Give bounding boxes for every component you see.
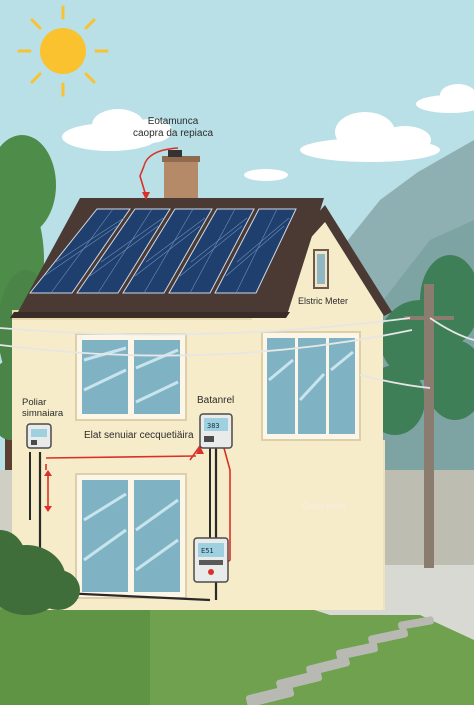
battery-label: Batanrel (197, 395, 235, 406)
window (75, 333, 187, 421)
cloud (300, 112, 440, 162)
meter-b-display: E51 (201, 547, 214, 555)
garage-label: Goho woot (302, 501, 346, 511)
stepping-stones (245, 616, 434, 705)
bush (0, 530, 80, 615)
electric-panel: E51 (193, 537, 229, 583)
cloud (62, 109, 172, 151)
battery-meter-box: 383 (199, 413, 233, 449)
solar-panel-array (28, 208, 297, 294)
cloud (244, 169, 288, 181)
left-label-line-2: simnaiara (22, 407, 64, 419)
cloud (416, 84, 474, 113)
meter-a-display: 383 (207, 422, 220, 430)
sun-icon (17, 5, 109, 97)
lawn (0, 596, 150, 705)
callout-line (143, 147, 179, 167)
window (261, 331, 361, 441)
solar-inverter-box (26, 423, 52, 449)
electric-meter-label: Elstric Meter (298, 296, 349, 306)
top-callout-label: Eotamunca caopra da repiaca (118, 116, 228, 139)
solar-panel (76, 208, 171, 294)
solar-panel (168, 208, 255, 294)
top-callout-line-1: Eotamunca (147, 116, 199, 127)
solar-panel (214, 208, 297, 294)
power-lines (0, 317, 474, 389)
utility-pole (404, 284, 454, 568)
arrow-icon (44, 192, 204, 512)
middle-label: Elat senuiar cecquetiäira (84, 430, 194, 441)
solar-panel (28, 208, 131, 294)
top-callout-line-2: caopra da repiaca (132, 127, 214, 139)
patio-door (75, 473, 187, 599)
left-label-line-1: Poliar (22, 397, 47, 408)
left-component-label: Poliar simnaiara (22, 397, 64, 420)
solar-panel (122, 208, 213, 294)
